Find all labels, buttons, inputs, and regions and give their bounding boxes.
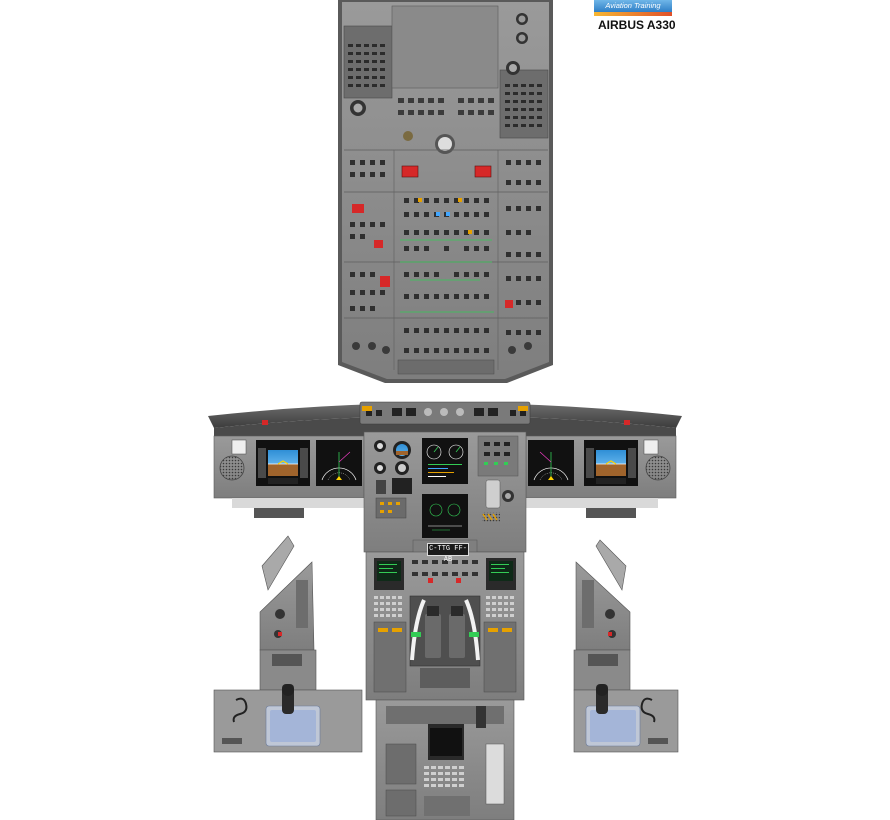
brand-logo-banner: Aviation Training Graphics — [594, 0, 672, 22]
captain-nd — [316, 440, 362, 486]
first-officer-pfd — [584, 440, 638, 486]
upper-ecam-display — [422, 438, 468, 484]
registration-plate: C-TTG FF-AB — [427, 543, 469, 564]
overhead-panel — [338, 0, 553, 383]
glareshield — [208, 401, 682, 436]
left-side-console — [213, 535, 363, 753]
poster-title: AIRBUS A330 — [598, 18, 676, 32]
captain-pfd — [256, 440, 310, 486]
right-side-console — [573, 539, 679, 753]
brand-logo-text: Aviation Training Graphics — [605, 1, 661, 22]
brand-logo-swoosh — [594, 12, 672, 16]
main-instrument-panel — [213, 431, 677, 553]
lower-ecam-display — [422, 494, 468, 538]
center-pedestal — [365, 551, 525, 820]
first-officer-nd — [528, 440, 574, 486]
